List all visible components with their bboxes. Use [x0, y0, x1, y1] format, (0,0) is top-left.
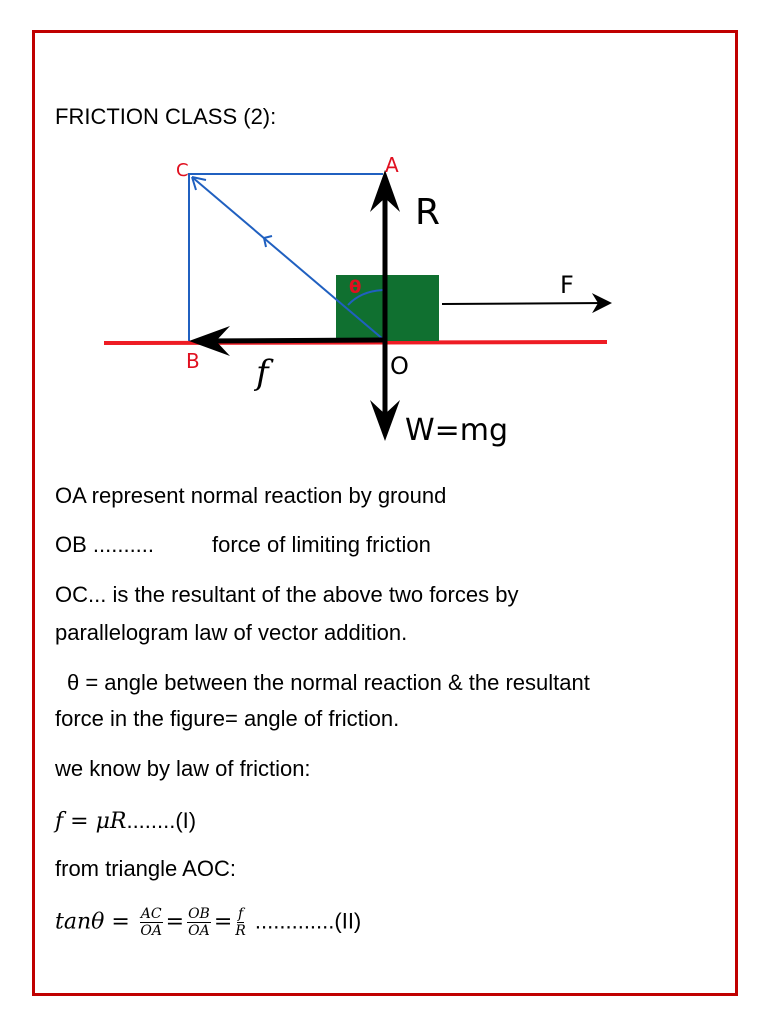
- W-arrowhead: [370, 400, 400, 441]
- text-line: OA represent normal reaction by ground: [55, 483, 447, 508]
- eq1-rhs: μR: [95, 809, 127, 834]
- applied-force-F: [441, 293, 612, 314]
- label-A: A: [385, 153, 399, 177]
- eq1-lhs: f: [55, 809, 64, 834]
- eq2-lhs: tanθ: [55, 909, 105, 935]
- eq1-equals: =: [63, 809, 96, 834]
- text-line: force of limiting friction: [212, 532, 431, 557]
- page-title: FRICTION CLASS (2):: [55, 104, 277, 129]
- eq1-tag: ........(I): [126, 808, 197, 833]
- theta-arc: [347, 289, 387, 306]
- friction-arrow-f: [197, 337, 385, 344]
- text-line: from triangle AOC:: [55, 856, 236, 881]
- label-F: F: [560, 271, 574, 299]
- text-line: θ = angle between the normal reaction & …: [67, 670, 590, 695]
- label-B: B: [186, 349, 200, 373]
- label-C: C: [176, 160, 189, 181]
- eq2-tag: .............(II): [248, 908, 362, 934]
- resultant-arrowhead: [191, 176, 273, 248]
- R-arrowhead: [370, 170, 400, 212]
- text-line: parallelogram law of vector addition.: [55, 620, 408, 645]
- text-line: OB ..........: [55, 532, 155, 557]
- page-border: [32, 30, 738, 996]
- text-line: OC... is the resultant of the above two …: [55, 582, 519, 607]
- resultant-OC: [191, 176, 385, 341]
- label-W: W=mg: [405, 413, 508, 448]
- label-O: O: [390, 352, 409, 380]
- label-theta: θ: [349, 277, 361, 298]
- label-f: f: [253, 353, 274, 393]
- label-R: R: [415, 192, 440, 233]
- f-arrowhead: [189, 326, 230, 356]
- equation-1: f = μR........(I): [55, 808, 196, 834]
- text-line: force in the figure= angle of friction.: [55, 706, 400, 731]
- text-line: we know by law of friction:: [55, 756, 311, 781]
- friction-diagram: C A R θ F B O f W=mg: [103, 153, 612, 448]
